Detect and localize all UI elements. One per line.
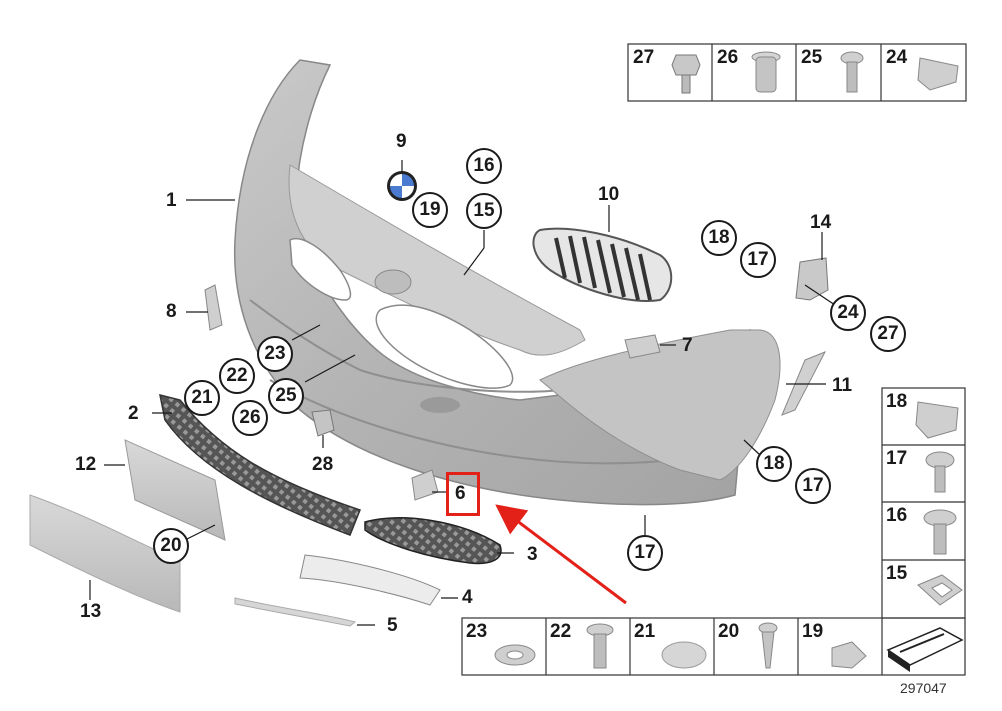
callout-1: 1 — [166, 190, 177, 211]
kidney-grille-icon — [532, 227, 673, 302]
highlight-box — [446, 472, 480, 516]
circled-19: 19 — [412, 192, 448, 228]
callout-10: 10 — [598, 184, 620, 205]
bottom-table-num-4: 20 — [718, 621, 740, 642]
reference-number: 297047 — [900, 680, 947, 696]
right-table-num-2: 17 — [886, 448, 908, 469]
plate-cover-icon — [29, 494, 181, 613]
top-table-hardware — [671, 51, 959, 94]
clip-28-icon — [311, 409, 335, 437]
callout-4: 4 — [462, 587, 473, 608]
callout-8: 8 — [166, 301, 177, 322]
callout-3: 3 — [527, 544, 538, 565]
emblem-icon — [387, 171, 417, 201]
trim-ring-icon — [299, 554, 441, 606]
circled-16: 16 — [466, 148, 502, 184]
right-table-num-3: 16 — [886, 505, 908, 526]
circled-25: 25 — [268, 378, 304, 414]
bottom-table-num-5: 19 — [802, 621, 824, 642]
bottom-table-num-2: 22 — [550, 621, 572, 642]
circled-22: 22 — [219, 358, 255, 394]
top-table-num-2: 26 — [717, 47, 739, 68]
plate-bracket-icon — [124, 439, 226, 541]
circled-17-b: 17 — [795, 468, 831, 504]
callout-28: 28 — [312, 454, 334, 475]
top-table-num-1: 27 — [633, 47, 655, 68]
callout-11: 11 — [832, 375, 853, 396]
callout-13: 13 — [80, 601, 102, 622]
circled-17-a: 17 — [740, 242, 776, 278]
bracket-icon — [795, 257, 829, 301]
circled-27: 27 — [870, 316, 906, 352]
top-table-num-4: 24 — [886, 47, 908, 68]
callout-7: 7 — [682, 335, 693, 356]
right-table-num-4: 15 — [886, 563, 908, 584]
circled-18-b: 18 — [756, 446, 792, 482]
circled-26: 26 — [232, 400, 268, 436]
bottom-table-num-3: 21 — [634, 621, 656, 642]
bottom-table-grid — [461, 617, 966, 676]
circled-18-a: 18 — [701, 220, 737, 256]
tow-cover-icon — [624, 334, 661, 359]
callout-12: 12 — [75, 454, 97, 475]
top-table-grid — [627, 43, 967, 102]
callout-5: 5 — [387, 615, 398, 636]
bottom-table-num-1: 23 — [466, 621, 488, 642]
grille-insert-icon — [364, 517, 502, 565]
callout-9: 9 — [396, 131, 407, 152]
circled-24: 24 — [830, 295, 866, 331]
leader-lines — [89, 160, 836, 626]
right-table-hardware — [915, 401, 963, 606]
callout-14: 14 — [810, 212, 832, 233]
lower-grille-icon — [159, 393, 361, 536]
circled-15: 15 — [466, 193, 502, 229]
circled-20: 20 — [153, 528, 189, 564]
circled-21: 21 — [184, 380, 220, 416]
right-table-num-1: 18 — [886, 391, 908, 412]
top-table-num-3: 25 — [801, 47, 823, 68]
reflector-left-icon — [204, 284, 223, 331]
bottom-table-hardware — [494, 622, 964, 672]
callout-6: 6 — [455, 483, 466, 504]
callout-2: 2 — [128, 403, 139, 424]
red-arrow-icon — [495, 504, 627, 605]
moulding-icon — [234, 597, 357, 627]
circled-17-c: 17 — [627, 535, 663, 571]
bumper-cover-icon — [233, 59, 781, 506]
circled-23: 23 — [257, 336, 293, 372]
